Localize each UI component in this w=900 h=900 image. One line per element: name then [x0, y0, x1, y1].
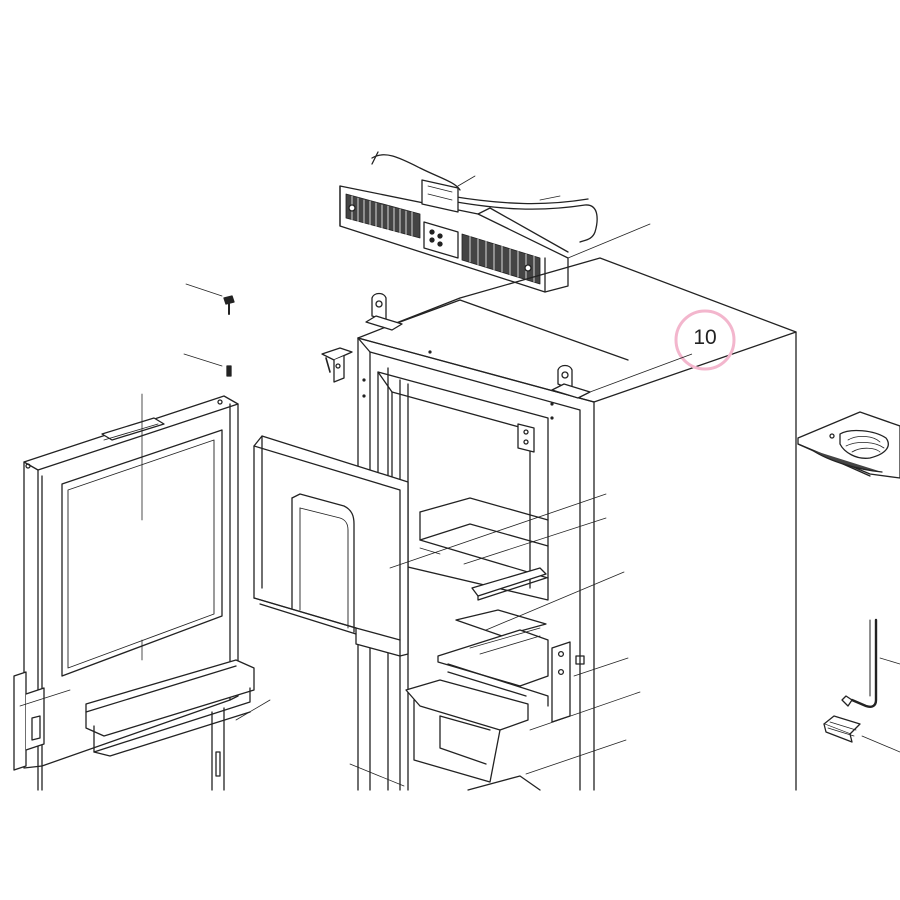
crisper-drawer — [405, 679, 529, 731]
clip-part — [823, 715, 900, 753]
callout-ring — [674, 309, 736, 371]
hinge-top-right — [551, 364, 591, 399]
hinge-top-left — [365, 292, 403, 331]
cabinet — [357, 257, 797, 791]
callout-leader — [589, 353, 693, 393]
fresh-food-door — [13, 393, 271, 791]
door-bin — [85, 659, 255, 737]
callout-number-label: 10 — [693, 326, 717, 349]
control-panel — [339, 151, 651, 293]
freezer-door — [253, 435, 607, 657]
fan-assembly — [797, 411, 900, 479]
door-bracket — [321, 347, 353, 383]
panel-vent-right — [461, 233, 541, 285]
water-tube — [841, 618, 900, 708]
lower-interior — [349, 517, 641, 791]
screws — [183, 283, 235, 377]
